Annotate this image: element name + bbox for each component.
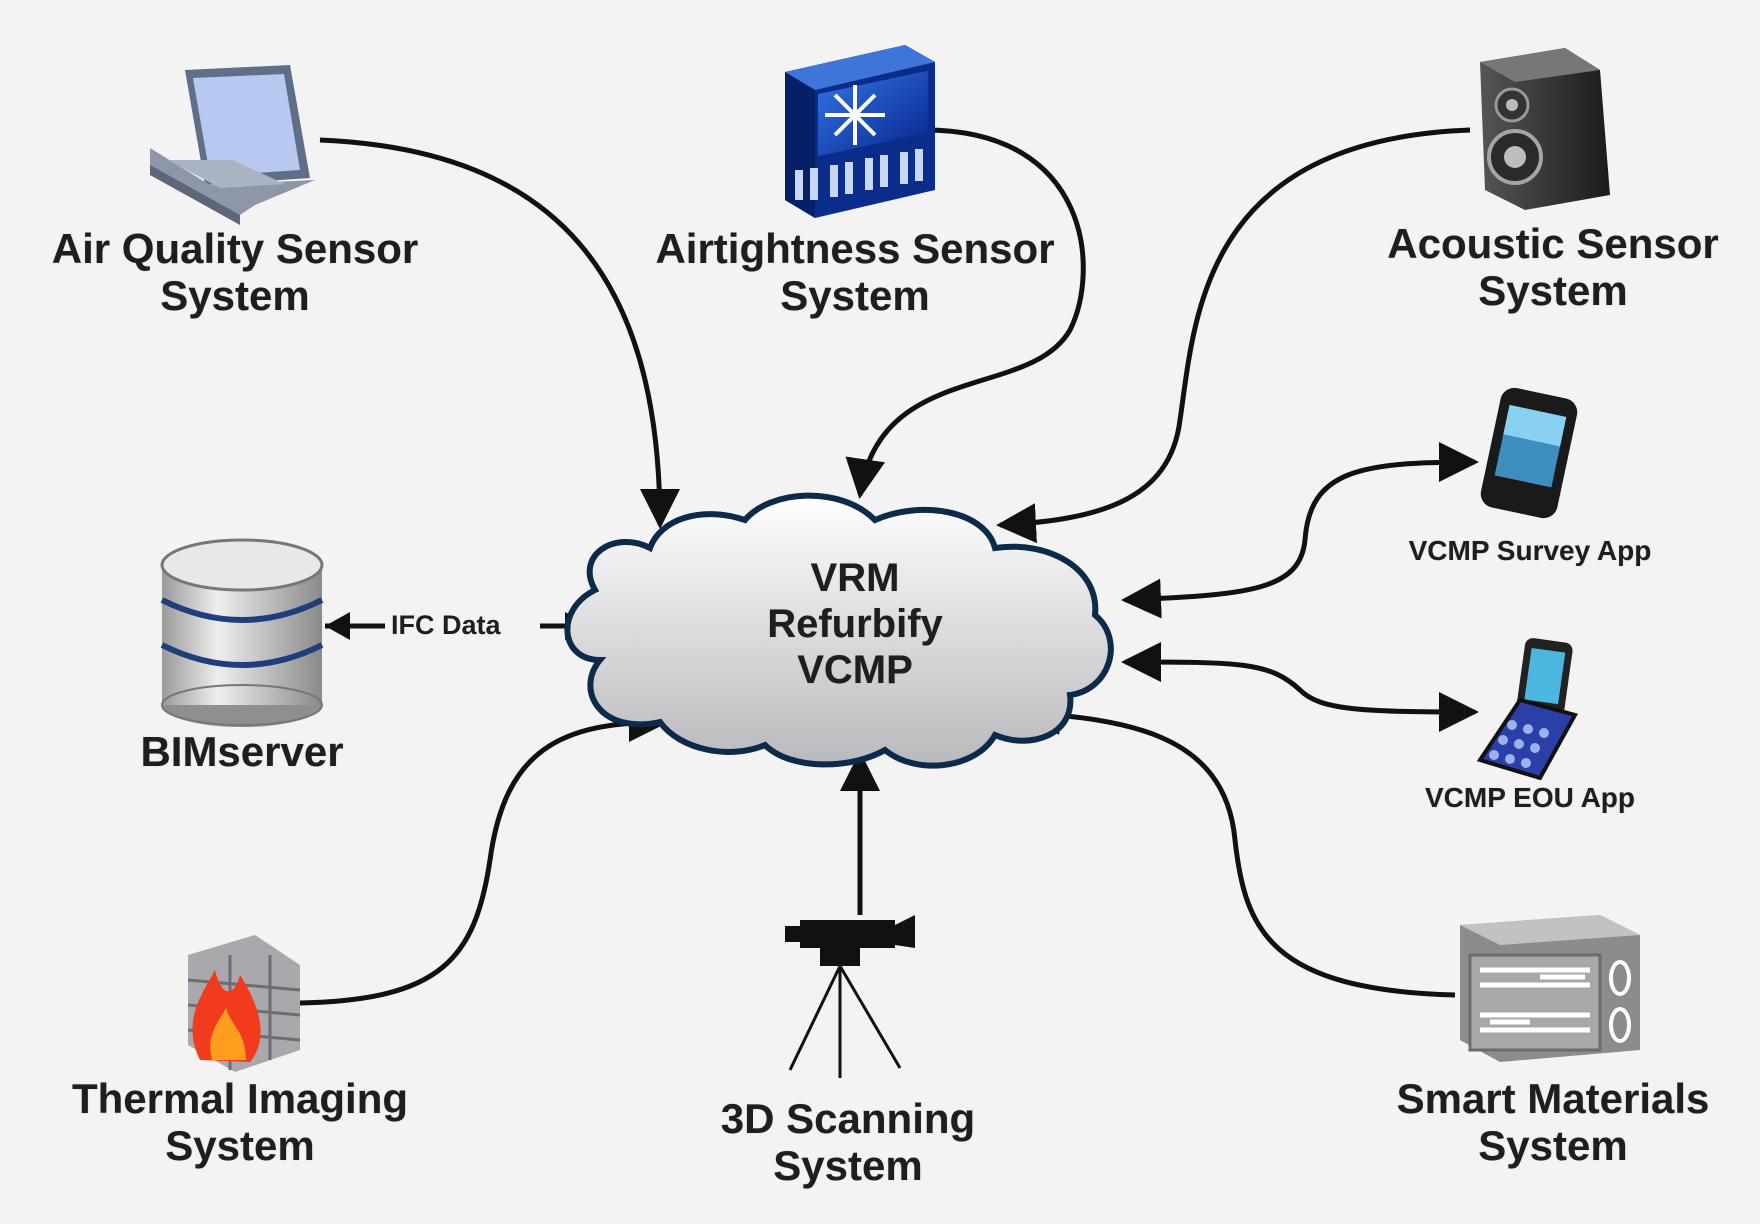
speaker-icon [1480,48,1610,210]
edge-airtightness [845,127,1086,499]
node-air-quality: Air Quality Sensor System [52,225,418,319]
node-scanning: 3D Scanning System [721,1095,975,1189]
network-switch-icon [785,45,935,218]
flip-phone-icon [1476,638,1578,781]
hub-label: VRM Refurbify VCMP [767,555,943,693]
ifc-data-label: IFC Data [388,610,504,641]
node-smart-materials: Smart Materials System [1397,1075,1710,1169]
edge-thermal [299,702,669,1006]
smart-materials-label-1: Smart Materials [1396,1075,1710,1122]
acoustic-label-1: Acoustic Sensor [1387,220,1719,267]
acoustic-label-2: System [1478,267,1628,315]
edge-acoustic [996,127,1471,544]
hub-label-1: VRM [810,556,900,600]
database-icon [160,538,324,727]
scanning-label-2: System [773,1142,923,1190]
node-eou-app: VCMP EOU App [1425,782,1635,813]
air-quality-label-1: Air Quality Sensor [51,225,419,272]
edge-survey-app [1121,442,1479,619]
airtightness-label-2: System [780,272,930,320]
heat-exchanger-icon [1460,915,1640,1062]
edge-smart-materials [1021,695,1456,998]
edge-eou-app [1121,642,1479,732]
thermal-label-2: System [165,1122,315,1170]
airtightness-label-1: Airtightness Sensor [655,225,1055,272]
node-survey-app: VCMP Survey App [1409,535,1652,566]
tripod-camera-icon [785,915,915,1078]
air-quality-label-2: System [160,272,310,320]
node-thermal: Thermal Imaging System [72,1075,408,1169]
thermal-label-1: Thermal Imaging [71,1075,409,1122]
hub-label-2: Refurbify [767,602,943,646]
smartphone-icon [1480,387,1578,519]
node-airtightness: Airtightness Sensor System [655,225,1054,319]
survey-app-label: VCMP Survey App [1408,535,1652,566]
scanning-label-1: 3D Scanning [720,1095,976,1142]
hub-label-3: VCMP [797,648,913,692]
bimserver-label: BIMserver [140,728,344,775]
laptop-icon [150,65,315,225]
edge-air-quality [319,137,680,529]
node-acoustic: Acoustic Sensor System [1387,220,1718,314]
eou-app-label: VCMP EOU App [1424,782,1636,813]
cloud-icon [564,492,1114,769]
smart-materials-label-2: System [1478,1122,1628,1170]
node-bimserver: BIMserver [140,728,343,775]
firewall-icon [187,935,301,1072]
